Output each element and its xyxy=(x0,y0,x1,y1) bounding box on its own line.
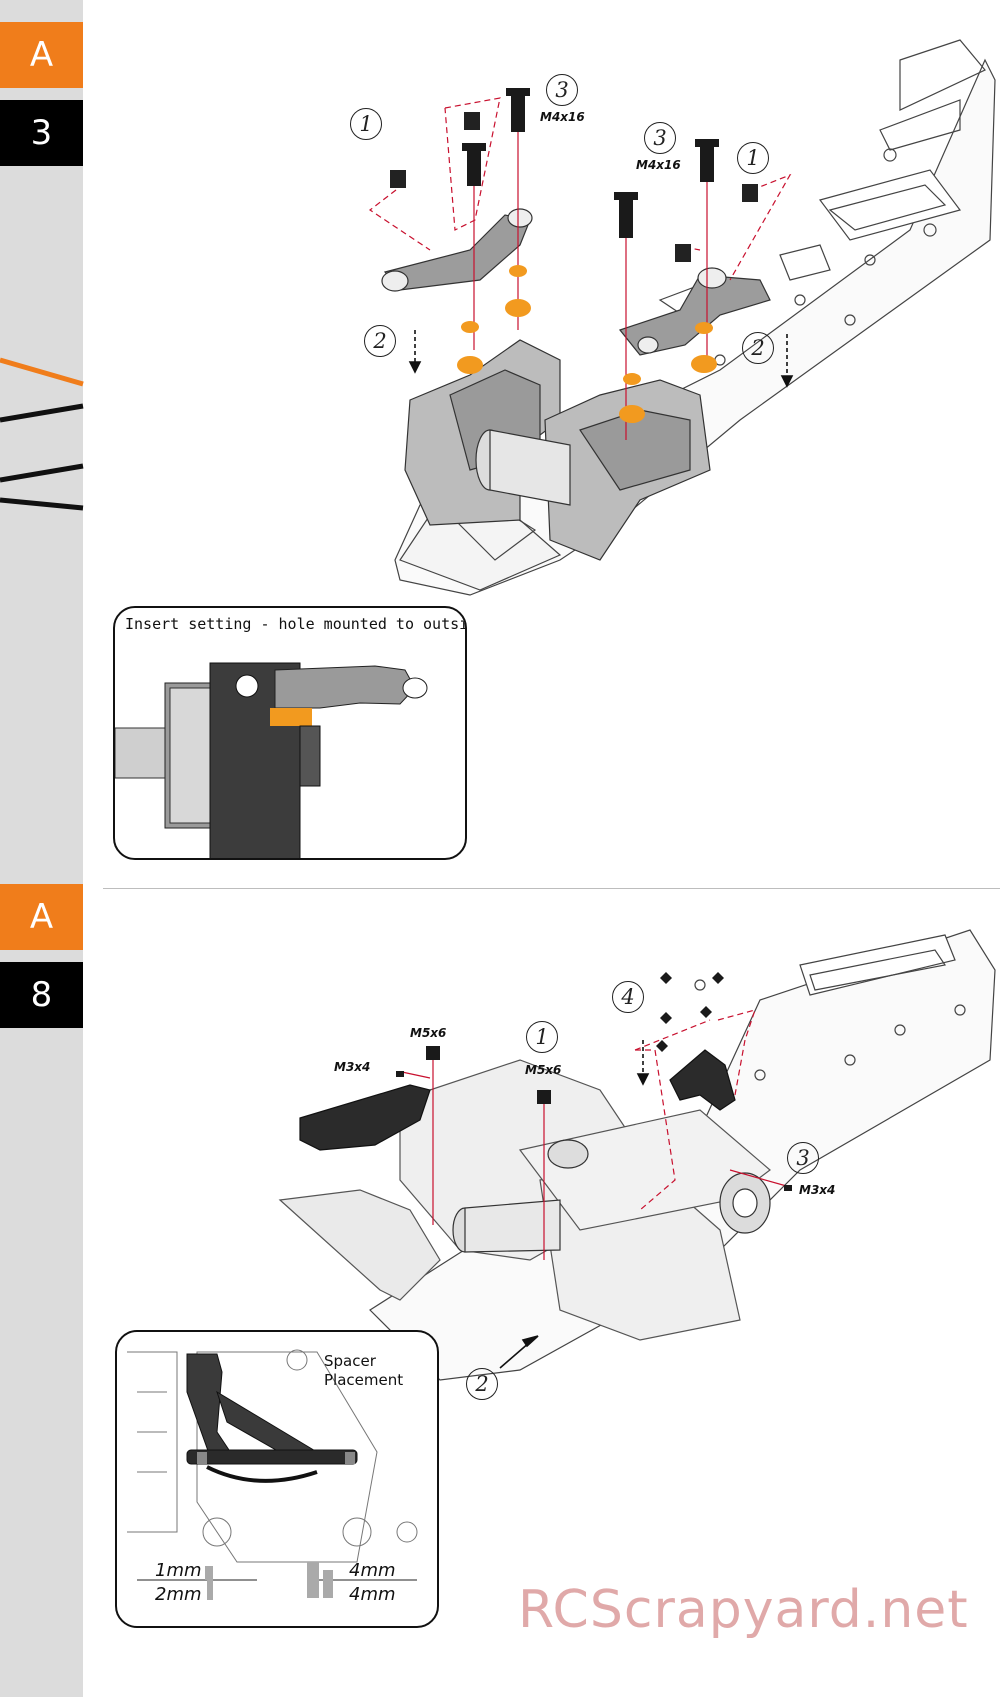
step-a8-arrows xyxy=(499,1040,650,1369)
spacer-placement-title-line1: Spacer xyxy=(324,1352,376,1370)
spacer-inset-drawing xyxy=(127,1349,418,1600)
screw-label-m3x4-2: M3x4 xyxy=(799,1183,836,1197)
screw-label-m3x4: M3x4 xyxy=(334,1060,371,1074)
spacer-placement-title-line2: Placement xyxy=(324,1371,404,1389)
screw-label-m5x6: M5x6 xyxy=(410,1026,447,1040)
screw-label-m4x16: M4x16 xyxy=(540,110,585,124)
screw-label-m5x6-2: M5x6 xyxy=(525,1063,562,1077)
spacer-placement-inset: Spacer Placement 1mm 2mm 4mm 4mm xyxy=(115,1330,439,1628)
callout-1: 1 xyxy=(526,1021,558,1053)
step-number-tab-2: 8 xyxy=(0,962,83,1028)
step-a8-hardware xyxy=(396,972,792,1191)
spacer-right-top: 4mm xyxy=(349,1560,396,1581)
insert-setting-inset: Insert setting - hole mounted to outside xyxy=(113,606,467,860)
spacer-right-bottom: 4mm xyxy=(349,1584,396,1605)
step-a3-drawing xyxy=(381,39,996,596)
step-number-tab: 3 xyxy=(0,100,83,166)
section-letter-tab-2: A xyxy=(0,884,83,950)
callout-3: 3 xyxy=(546,74,578,106)
callout-3-right: 3 xyxy=(644,122,676,154)
inset-drawing xyxy=(115,662,428,858)
callout-4: 4 xyxy=(612,981,644,1013)
screw-label-m4x16-right: M4x16 xyxy=(636,158,681,172)
callout-1: 1 xyxy=(350,108,382,140)
watermark: RCScrapyard.net xyxy=(518,1580,969,1640)
step-a3-hardware xyxy=(390,88,758,423)
callout-2: 2 xyxy=(466,1368,498,1400)
sidebar xyxy=(0,0,83,1697)
step-a3-arrows xyxy=(408,330,794,388)
step-a8-guide-lines xyxy=(401,1009,791,1260)
section-divider xyxy=(103,888,1000,889)
callout-3: 3 xyxy=(787,1142,819,1174)
callout-2-right: 2 xyxy=(742,332,774,364)
callout-2: 2 xyxy=(364,325,396,357)
spacer-left-top: 1mm xyxy=(155,1560,202,1581)
step-a8-drawing xyxy=(278,929,996,1381)
callout-1-right: 1 xyxy=(737,142,769,174)
sidebar-stripes xyxy=(0,357,84,511)
spacer-left-bottom: 2mm xyxy=(155,1584,202,1605)
inset-title: Insert setting - hole mounted to outside xyxy=(125,615,467,633)
section-letter-tab: A xyxy=(0,22,83,88)
